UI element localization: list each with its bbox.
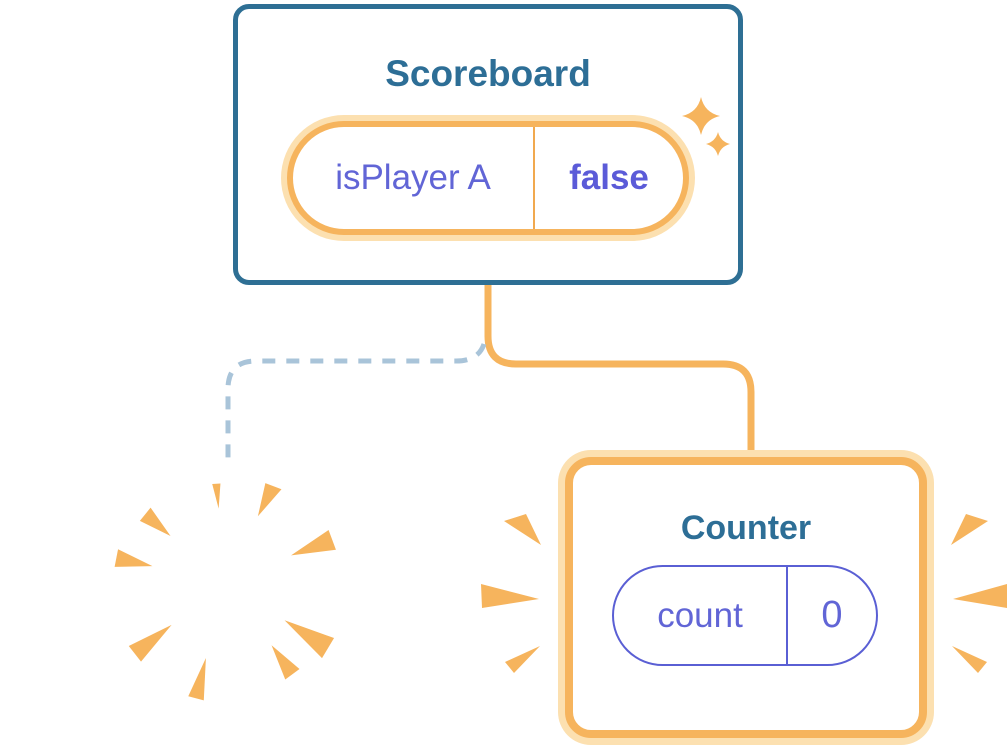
burst-ray [114, 549, 153, 567]
burst-ray [291, 530, 336, 556]
removed-connector-dashed-line [225, 343, 487, 466]
burst-ray [284, 620, 335, 659]
scoreboard-title: Scoreboard [385, 53, 591, 94]
emphasis-ray [953, 584, 1007, 608]
emphasis-ray [951, 514, 988, 545]
scoreboard-state-pill: isPlayer A false [287, 121, 689, 235]
emphasis-rays-right-icon [951, 514, 1007, 673]
emphasis-ray [481, 584, 539, 608]
emphasis-rays-left-icon [481, 514, 541, 673]
scoreboard-component-card: Scoreboard isPlayer A false [233, 4, 743, 285]
emphasis-ray [952, 646, 987, 673]
burst-ray [128, 624, 172, 662]
destroyed-component-card [83, 455, 363, 727]
state-pill-key: isPlayer A [335, 158, 491, 197]
kept-connector-line [484, 285, 755, 460]
counter-state-pill: count 0 [612, 565, 878, 666]
burst-ray [188, 657, 206, 701]
emphasis-ray [505, 646, 540, 673]
burst-ray [212, 483, 221, 509]
counter-title: Counter [680, 509, 812, 547]
state-pill-key: count [657, 595, 743, 635]
burst-ray [271, 645, 300, 680]
state-pill-value: false [533, 127, 683, 229]
counter-component-card: Counter count 0 [565, 457, 927, 738]
burst-ray [139, 507, 171, 536]
poof-burst-icon [114, 483, 336, 701]
emphasis-ray [504, 514, 541, 545]
state-pill-value: 0 [786, 567, 876, 664]
burst-ray [257, 483, 282, 517]
